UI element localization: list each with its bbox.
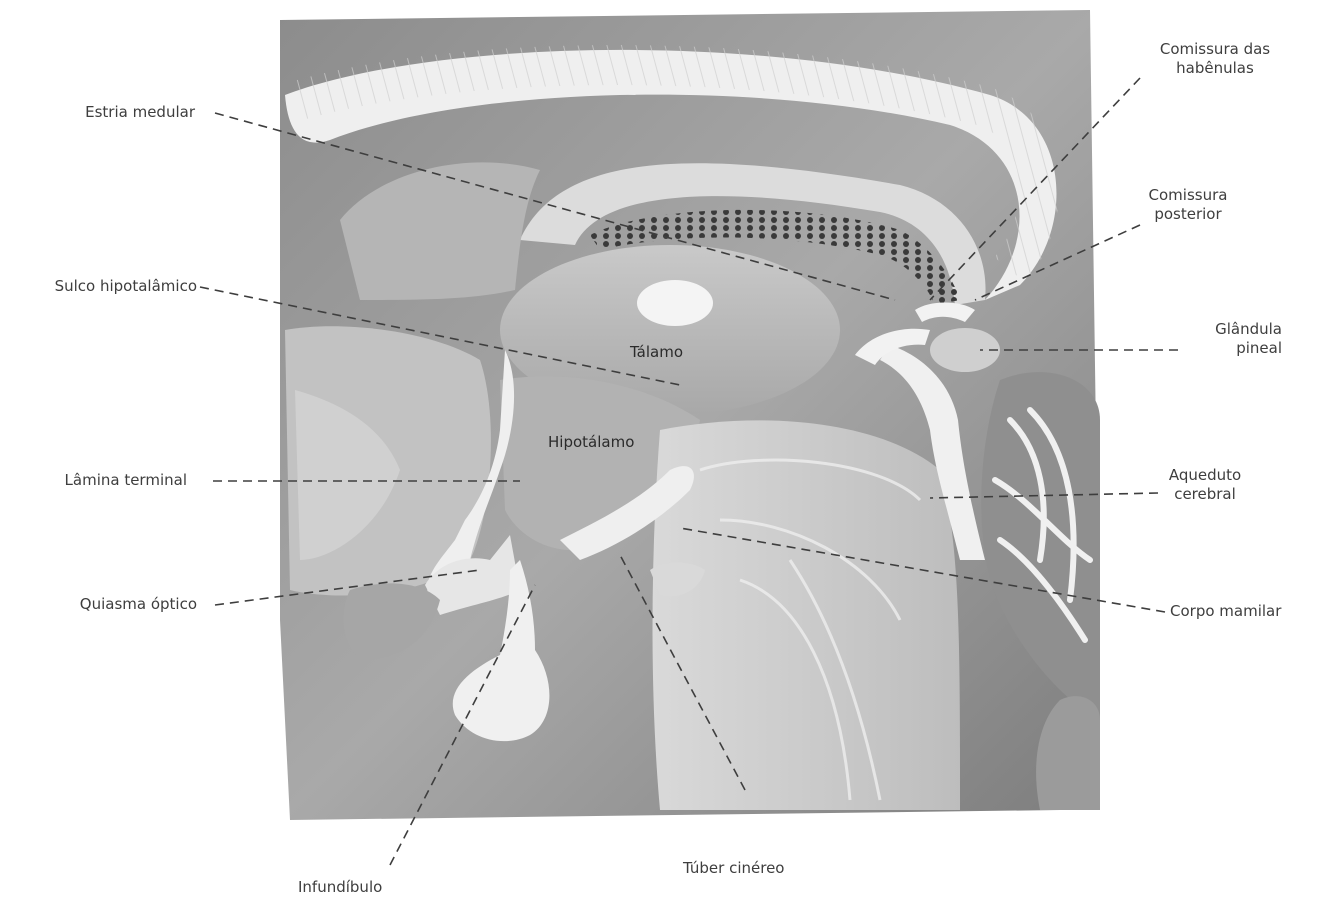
label-aqueduto-line2: cerebral	[1155, 485, 1255, 504]
label-glandula-pineal: Glândula pineal	[1215, 320, 1282, 358]
label-comissura-posterior: Comissura posterior	[1138, 186, 1238, 224]
label-talamo: Tálamo	[630, 343, 683, 361]
interthalamic-adhesion	[637, 280, 713, 326]
label-hipotalamo: Hipotálamo	[548, 433, 634, 451]
label-quiasma-optico: Quiasma óptico	[80, 595, 197, 614]
label-corpo-mamilar: Corpo mamilar	[1170, 602, 1281, 621]
label-estria-medular: Estria medular	[85, 103, 195, 122]
label-glandula-pineal-line2: pineal	[1215, 339, 1282, 358]
label-tuber-cinereo: Túber cinéreo	[683, 859, 784, 878]
label-comissura-habenulas-line2: habênulas	[1140, 59, 1290, 78]
label-aqueduto-line1: Aqueduto	[1155, 466, 1255, 485]
label-sulco-hipotalamico: Sulco hipotalâmico	[55, 277, 197, 296]
label-lamina-terminal: Lâmina terminal	[65, 471, 187, 490]
label-infundibulo: Infundíbulo	[298, 878, 382, 897]
label-comissura-posterior-line1: Comissura	[1138, 186, 1238, 205]
brainstem	[653, 420, 961, 810]
label-glandula-pineal-line1: Glândula	[1215, 320, 1282, 339]
label-comissura-habenulas: Comissura das habênulas	[1140, 40, 1290, 78]
label-comissura-posterior-line2: posterior	[1138, 205, 1238, 224]
label-comissura-habenulas-line1: Comissura das	[1140, 40, 1290, 59]
label-aqueduto: Aqueduto cerebral	[1155, 466, 1255, 504]
